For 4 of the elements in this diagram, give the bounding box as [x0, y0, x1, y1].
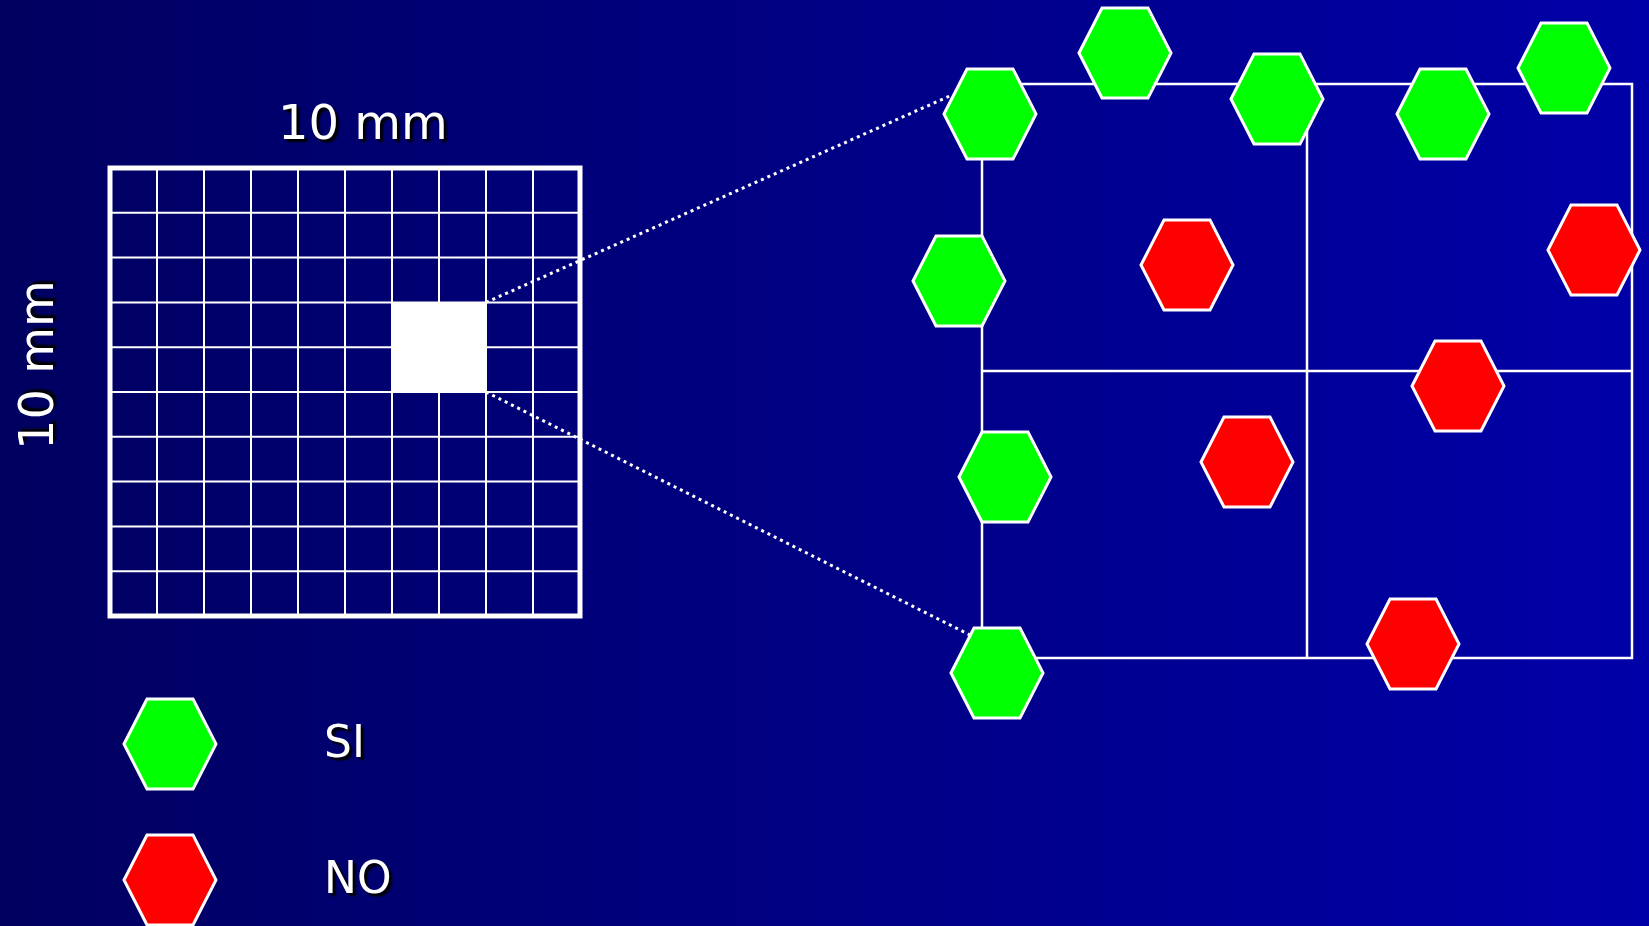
dimension-label: 10 mm: [278, 98, 448, 146]
legend-label: NO: [324, 856, 392, 900]
dimension-label: 10 mm: [12, 280, 60, 450]
legend-label: SI: [324, 720, 365, 764]
